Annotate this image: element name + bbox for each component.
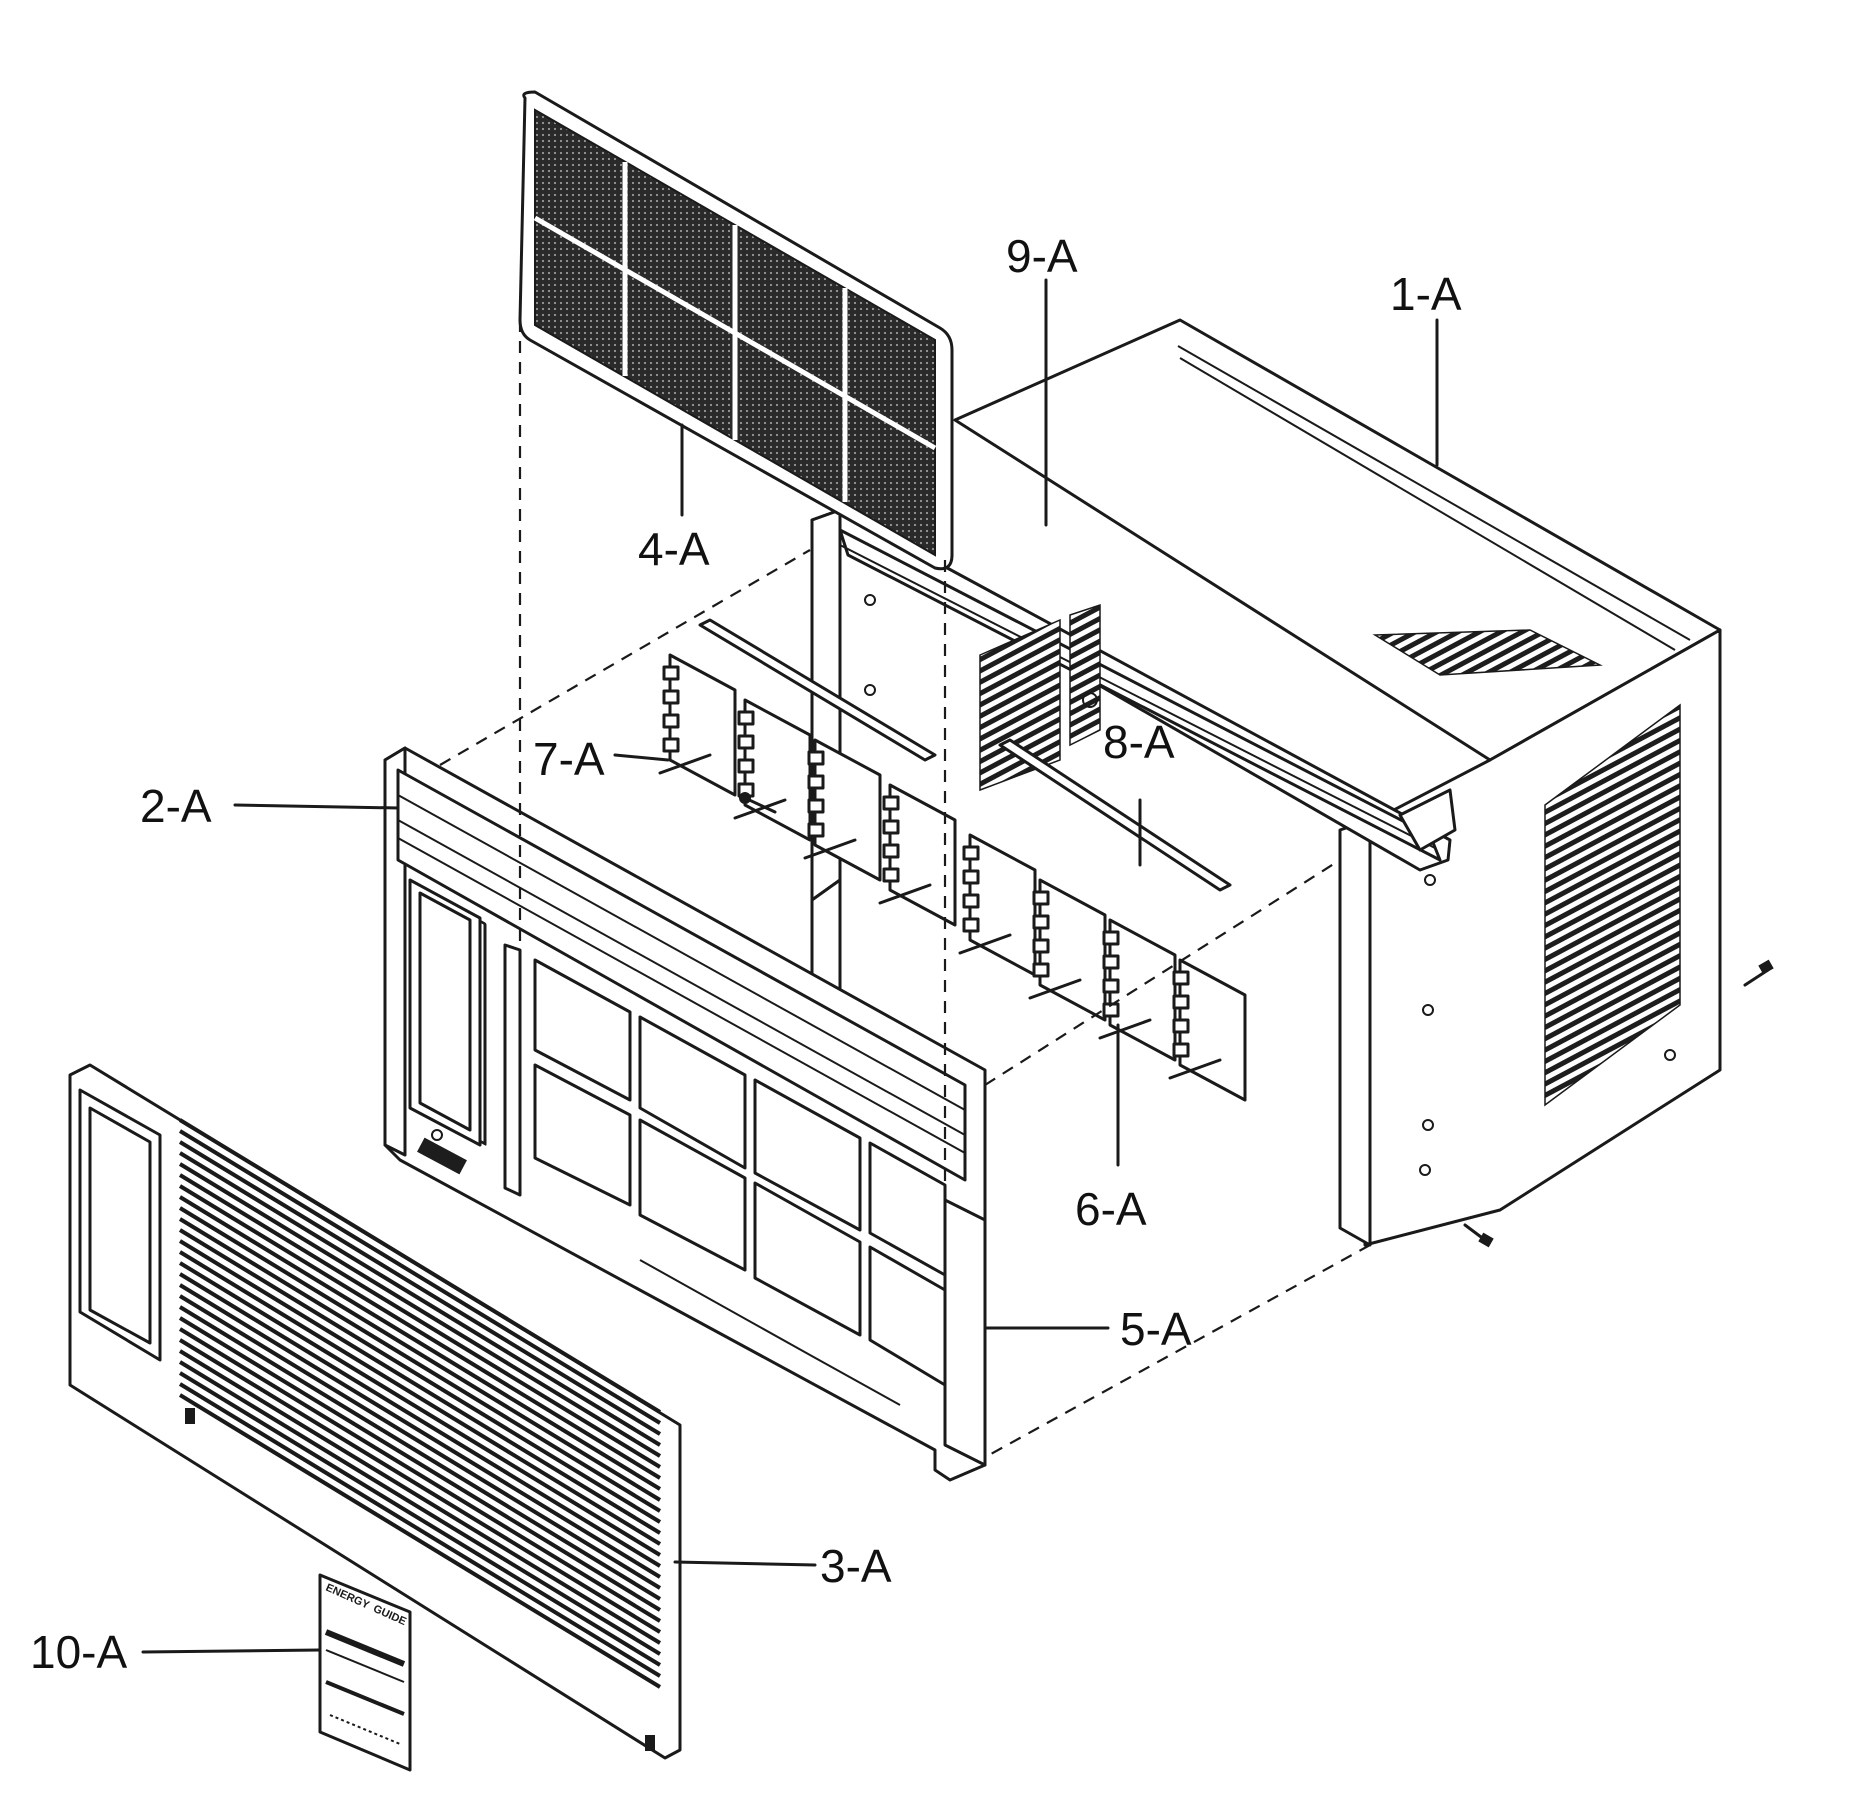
callout-3a: 3-A bbox=[820, 1540, 892, 1592]
callout-2a: 2-A bbox=[140, 780, 212, 832]
grille-slat bbox=[178, 1151, 662, 1447]
screw-icon bbox=[739, 792, 777, 814]
grille-slat bbox=[178, 1305, 662, 1601]
callout-7a: 7-A bbox=[533, 733, 605, 785]
grille-slat bbox=[178, 1118, 662, 1414]
grille-slat bbox=[178, 1371, 662, 1667]
grille-slat bbox=[178, 1250, 662, 1546]
grille-slat bbox=[178, 1360, 662, 1656]
louver-blades bbox=[658, 653, 1247, 1102]
louver-blade bbox=[1168, 958, 1247, 1102]
louver-blade bbox=[733, 698, 812, 842]
grille-slat bbox=[178, 1173, 662, 1469]
louver-blade bbox=[1028, 878, 1107, 1022]
callout-6a: 6-A bbox=[1075, 1183, 1147, 1235]
louver-link-lower bbox=[998, 738, 1232, 892]
front-grille-part bbox=[68, 1063, 682, 1760]
louver-blade bbox=[878, 783, 957, 927]
louver-blade bbox=[658, 653, 737, 797]
grille-slat bbox=[178, 1272, 662, 1568]
front-frame-part bbox=[383, 746, 987, 1482]
louver-blade bbox=[1098, 918, 1177, 1062]
grille-slat bbox=[178, 1327, 662, 1623]
callout-9a: 9-A bbox=[1006, 230, 1078, 282]
side-louver-icon bbox=[1544, 703, 1681, 1107]
grille-slat bbox=[178, 1338, 662, 1634]
grille-slat bbox=[178, 1294, 662, 1590]
callout-4a: 4-A bbox=[638, 523, 710, 575]
top-vent-icon bbox=[1372, 629, 1603, 676]
grille-slat bbox=[178, 1184, 662, 1480]
grille-slats bbox=[178, 1118, 662, 1689]
grille-slat bbox=[178, 1261, 662, 1557]
louver-link-upper bbox=[698, 618, 937, 762]
grille-slat bbox=[178, 1217, 662, 1513]
screw-icon bbox=[1743, 959, 1774, 987]
callout-8a: 8-A bbox=[1103, 716, 1175, 768]
grille-slat bbox=[178, 1393, 662, 1689]
grille-slat bbox=[178, 1129, 662, 1425]
grille-slat bbox=[178, 1195, 662, 1491]
leader-lines bbox=[141, 278, 1439, 1654]
grille-slat bbox=[178, 1316, 662, 1612]
grille-slat bbox=[178, 1239, 662, 1535]
louver-blade bbox=[958, 833, 1037, 977]
grille-slat bbox=[178, 1140, 662, 1436]
callout-1a: 1-A bbox=[1390, 268, 1462, 320]
grille-slat bbox=[178, 1228, 662, 1524]
grille-slat bbox=[178, 1349, 662, 1645]
callout-10a: 10-A bbox=[30, 1626, 127, 1678]
alignment-lines bbox=[439, 320, 1341, 1410]
filter-part bbox=[518, 90, 954, 571]
screw-icon bbox=[1463, 1223, 1494, 1248]
callout-5a: 5-A bbox=[1120, 1303, 1192, 1355]
grille-slat bbox=[178, 1283, 662, 1579]
grille-slat bbox=[178, 1382, 662, 1678]
louver-blade bbox=[803, 738, 882, 882]
grille-slat bbox=[178, 1162, 662, 1458]
grille-slat bbox=[178, 1206, 662, 1502]
cabinet-part bbox=[953, 318, 1774, 1461]
energy-guide-label-part: ENERGY GUIDE bbox=[318, 1573, 412, 1772]
